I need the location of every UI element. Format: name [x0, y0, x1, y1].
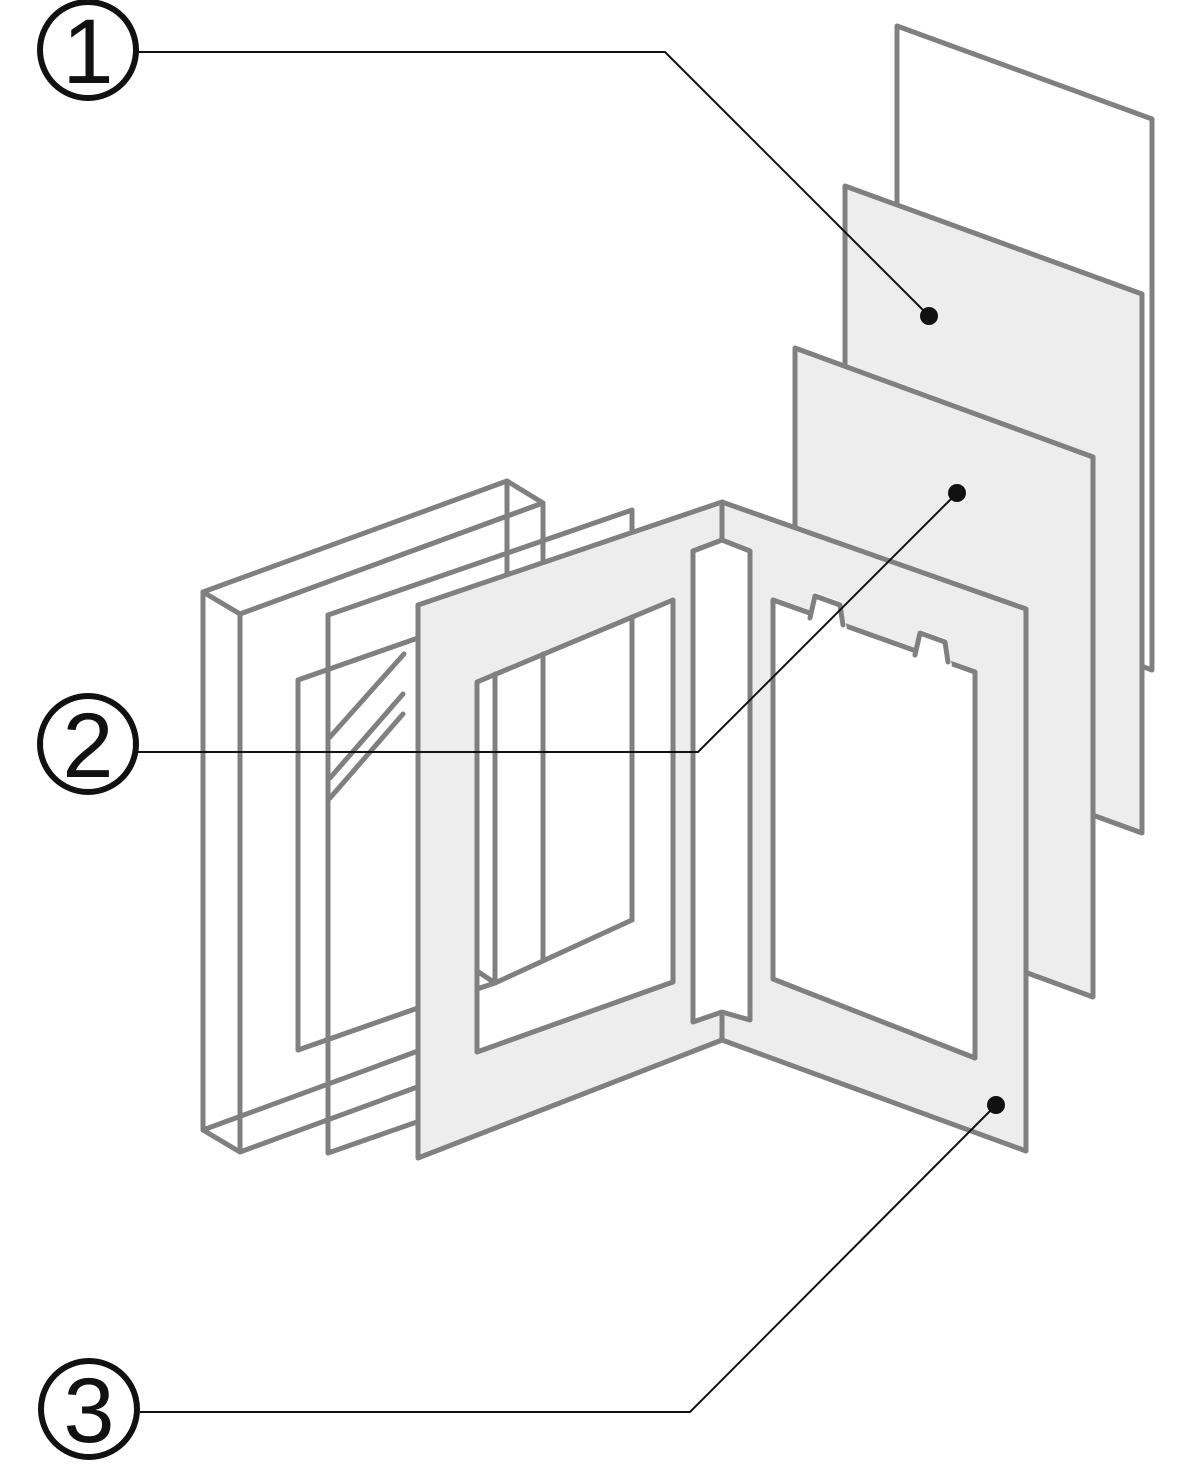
glass-hatch-line [327, 651, 407, 740]
folder-right-window [770, 597, 978, 1061]
sheet-corner-detail [474, 968, 498, 992]
glass-hatch-line [327, 711, 406, 801]
left-window-background-edges [474, 614, 635, 992]
callout-dot-1 [920, 307, 938, 325]
hinged-folder [415, 499, 1029, 1161]
folder-spine-gap [690, 537, 753, 1025]
callouts: 1 2 3 [37, 0, 140, 1462]
tab-two-fill [913, 629, 952, 666]
tab-two-outline [912, 630, 951, 665]
folder-left-window [474, 597, 676, 1055]
callout-3: 3 [38, 1358, 140, 1462]
callout-1: 1 [37, 0, 139, 103]
leader-line-1 [136, 51, 930, 317]
callout-label-1: 1 [62, 1, 113, 103]
tab-one-outline [807, 593, 846, 628]
leader-line-2 [138, 492, 958, 753]
glass-hatch-line [327, 691, 406, 781]
callout-label-2: 2 [62, 695, 113, 797]
leader-lines [136, 51, 1005, 1413]
callout-2: 2 [37, 693, 139, 797]
callout-dot-2 [948, 484, 966, 502]
callout-circle-2 [37, 693, 139, 795]
leader-line-3 [140, 1104, 997, 1413]
sheet-bottom-edge-through-window [492, 917, 635, 986]
callout-circle-1 [37, 0, 139, 101]
tab-one-fill [808, 592, 847, 629]
callout-dot-3 [987, 1096, 1005, 1114]
callout-circle-3 [38, 1358, 140, 1460]
frame-box-end-face [200, 589, 243, 1155]
window-tabs [807, 592, 952, 666]
frame-box-hidden-bottom-edge [200, 1048, 421, 1133]
callout-label-3: 3 [63, 1360, 114, 1462]
